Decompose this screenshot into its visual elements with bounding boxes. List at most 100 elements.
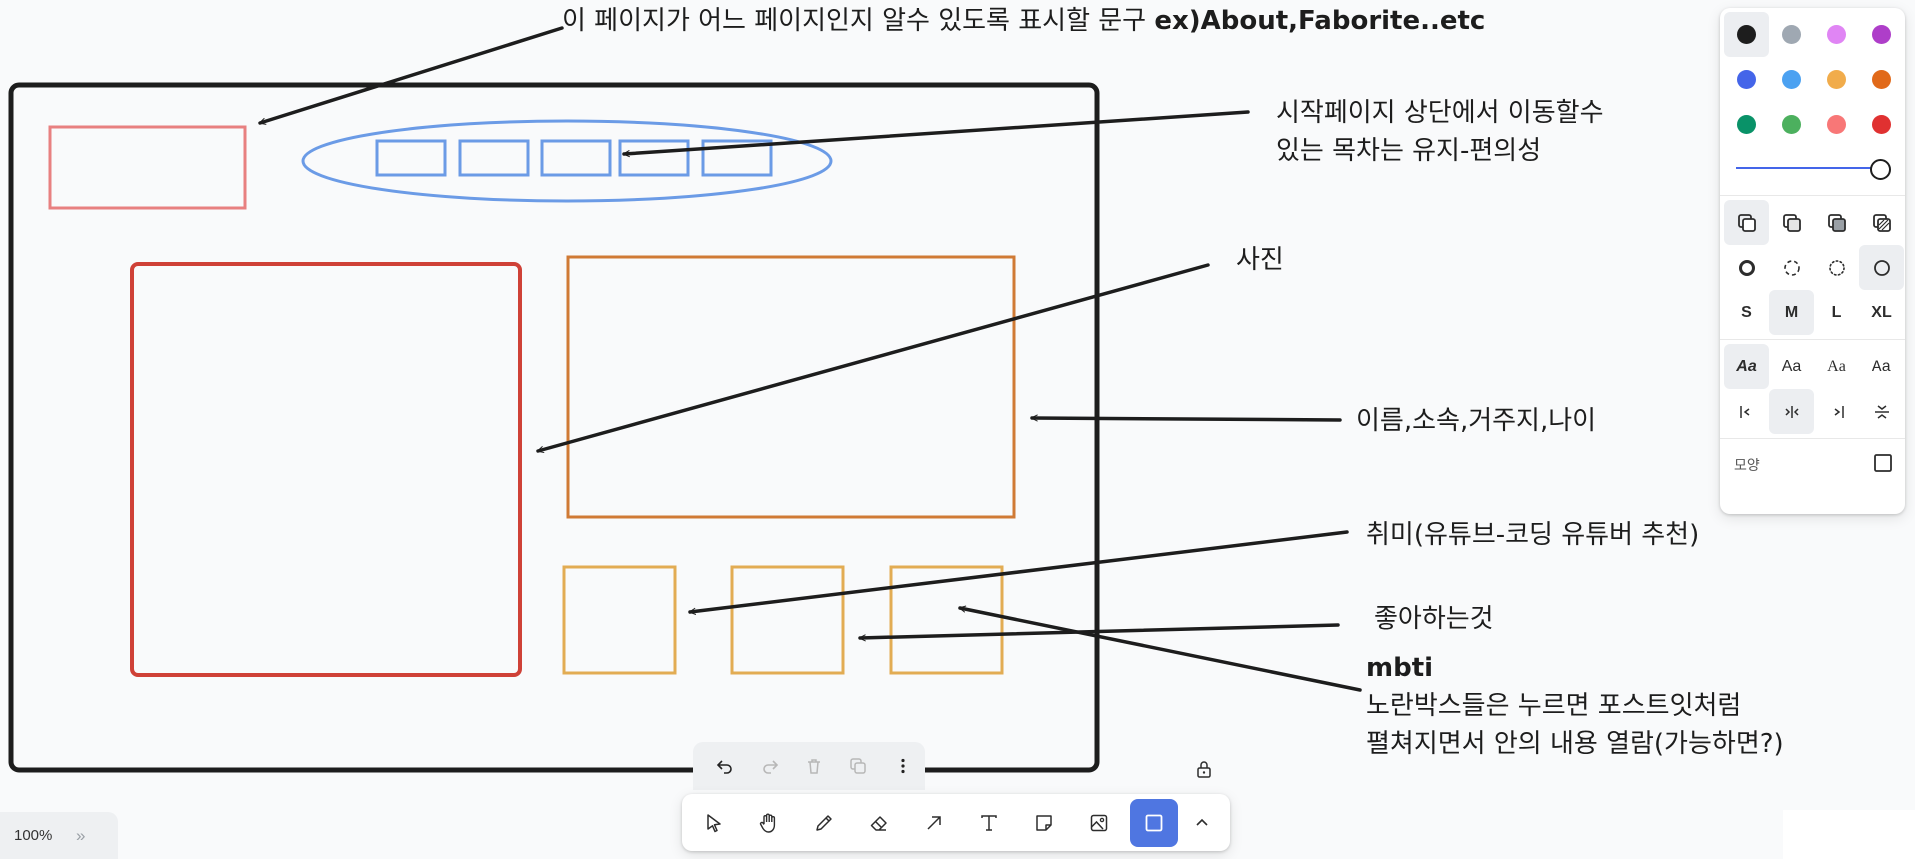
rectangle-icon	[1145, 814, 1163, 831]
nav-item-box[interactable]	[701, 139, 773, 177]
nav-ellipse[interactable]	[301, 119, 833, 203]
size-s-button[interactable]: S	[1741, 303, 1752, 321]
hobby-box[interactable]	[562, 565, 677, 675]
undo-button[interactable]	[703, 746, 747, 786]
font-mono-button[interactable]: Aa	[1871, 357, 1892, 376]
color-black-swatch[interactable]	[1724, 12, 1769, 57]
divider	[1720, 339, 1905, 340]
more-vertical-icon	[901, 758, 905, 774]
more-tools-button[interactable]	[1182, 799, 1222, 847]
opacity-slider-thumb[interactable]	[1870, 159, 1891, 180]
mbti-label: mbti	[1366, 653, 1434, 683]
nav-note-line1: 시작페이지 상단에서 이동할수	[1276, 98, 1604, 128]
arrow[interactable]	[538, 263, 1210, 451]
eraser-icon	[870, 815, 887, 831]
fill-solid-icon[interactable]	[1814, 200, 1859, 245]
fill-pattern-icon[interactable]	[1859, 200, 1904, 245]
font-row: Aa Aa Aa Aa	[1724, 344, 1905, 389]
size-xl-button[interactable]: XL	[1871, 303, 1892, 321]
hand-tool[interactable]	[741, 799, 796, 847]
profile-note[interactable]: 이름,소속,거주지,나이	[1356, 406, 1597, 436]
likes-note[interactable]: 좋아하는것	[1374, 604, 1494, 634]
arrow[interactable]	[624, 110, 1250, 154]
size-m-button[interactable]: M	[1769, 290, 1814, 335]
font-serif-button[interactable]: Aa	[1827, 357, 1846, 375]
arrow-tool[interactable]	[906, 799, 961, 847]
main-toolbar	[682, 794, 1230, 851]
sticky-note-icon	[1035, 814, 1052, 831]
dash-dotted-icon[interactable]	[1814, 245, 1859, 290]
color-light-red-swatch[interactable]	[1814, 102, 1859, 147]
profile-box[interactable]	[566, 255, 1016, 519]
chevron-up-icon	[1196, 818, 1208, 826]
duplicate-button[interactable]	[836, 746, 880, 786]
expand-menu-icon[interactable]: »	[76, 825, 86, 845]
note-tool[interactable]	[1016, 799, 1071, 847]
fill-none-icon[interactable]	[1724, 200, 1769, 245]
color-light-blue-swatch[interactable]	[1769, 57, 1814, 102]
align-vertical-icon[interactable]	[1859, 389, 1904, 434]
nav-item-box[interactable]	[375, 139, 447, 177]
align-middle-icon[interactable]	[1769, 389, 1814, 434]
mbti-note-line2: 펼쳐지면서 안의 내용 열람(가능하면?)	[1366, 729, 1784, 759]
align-row	[1724, 389, 1905, 434]
photo-note[interactable]: 사진	[1236, 245, 1284, 275]
dash-draw-icon[interactable]	[1724, 245, 1769, 290]
color-green-swatch[interactable]	[1724, 102, 1769, 147]
dash-solid-icon[interactable]	[1859, 245, 1904, 290]
page-frame-shape[interactable]	[8, 82, 1100, 773]
color-orange-swatch[interactable]	[1859, 57, 1904, 102]
media-tool[interactable]	[1071, 799, 1126, 847]
zoom-level-button[interactable]: 100%	[14, 827, 53, 844]
more-actions-button[interactable]	[881, 746, 925, 786]
color-grey-swatch[interactable]	[1769, 12, 1814, 57]
nav-note-line2: 있는 목차는 유지-편의성	[1276, 136, 1542, 166]
select-tool[interactable]	[686, 799, 741, 847]
rectangle-shape-icon[interactable]	[1873, 453, 1893, 478]
redo-button[interactable]	[747, 746, 791, 786]
nav-item-box[interactable]	[618, 139, 690, 177]
dash-dashed-icon[interactable]	[1769, 245, 1814, 290]
nav-note[interactable]: 시작페이지 상단에서 이동할수 있는 목차는 유지-편의성	[1276, 94, 1604, 170]
lock-button[interactable]	[1193, 758, 1215, 780]
align-start-icon[interactable]	[1724, 389, 1769, 434]
likes-box[interactable]	[730, 565, 845, 675]
arrow[interactable]	[1030, 418, 1342, 422]
align-end-icon[interactable]	[1814, 389, 1859, 434]
size-l-button[interactable]: L	[1831, 303, 1842, 321]
delete-button[interactable]	[792, 746, 836, 786]
color-red-swatch[interactable]	[1859, 102, 1904, 147]
duplicate-icon	[850, 758, 867, 774]
shape-row: 모양	[1720, 443, 1905, 487]
color-violet-swatch[interactable]	[1859, 12, 1904, 57]
eraser-tool[interactable]	[851, 799, 906, 847]
nav-item-box[interactable]	[458, 139, 530, 177]
font-draw-button[interactable]: Aa	[1724, 344, 1769, 389]
opacity-slider[interactable]	[1734, 147, 1891, 191]
page-label-note[interactable]: 이 페이지가 어느 페이지인지 알수 있도록 표시할 문구 ex)About,F…	[562, 2, 1485, 40]
mbti-note[interactable]: mbti 노란박스들은 누르면 포스트잇처럼 펼쳐지면서 안의 내용 열람(가능…	[1366, 649, 1784, 763]
page-title-box[interactable]	[48, 125, 247, 210]
hobby-note[interactable]: 취미(유튜브-코딩 유튜버 추천)	[1366, 520, 1700, 550]
font-sans-button[interactable]: Aa	[1781, 357, 1802, 375]
opacity-slider-track	[1736, 167, 1881, 169]
color-light-green-swatch[interactable]	[1769, 102, 1814, 147]
draw-tool[interactable]	[796, 799, 851, 847]
color-yellow-swatch[interactable]	[1814, 57, 1859, 102]
rectangle-tool[interactable]	[1130, 798, 1178, 847]
fill-semi-icon[interactable]	[1769, 200, 1814, 245]
arrow[interactable]	[690, 530, 1349, 612]
pencil-icon	[815, 814, 832, 831]
mbti-box[interactable]	[889, 565, 1004, 675]
color-blue-swatch[interactable]	[1724, 57, 1769, 102]
photo-box[interactable]	[130, 262, 522, 677]
nav-item-box[interactable]	[540, 139, 612, 177]
text-tool[interactable]	[961, 799, 1016, 847]
arrow[interactable]	[960, 608, 1362, 692]
color-light-violet-swatch[interactable]	[1814, 12, 1859, 57]
arrow[interactable]	[858, 623, 1340, 638]
arrow[interactable]	[260, 26, 564, 123]
size-row: S M L XL	[1724, 290, 1905, 335]
corner-panel	[1783, 810, 1915, 859]
